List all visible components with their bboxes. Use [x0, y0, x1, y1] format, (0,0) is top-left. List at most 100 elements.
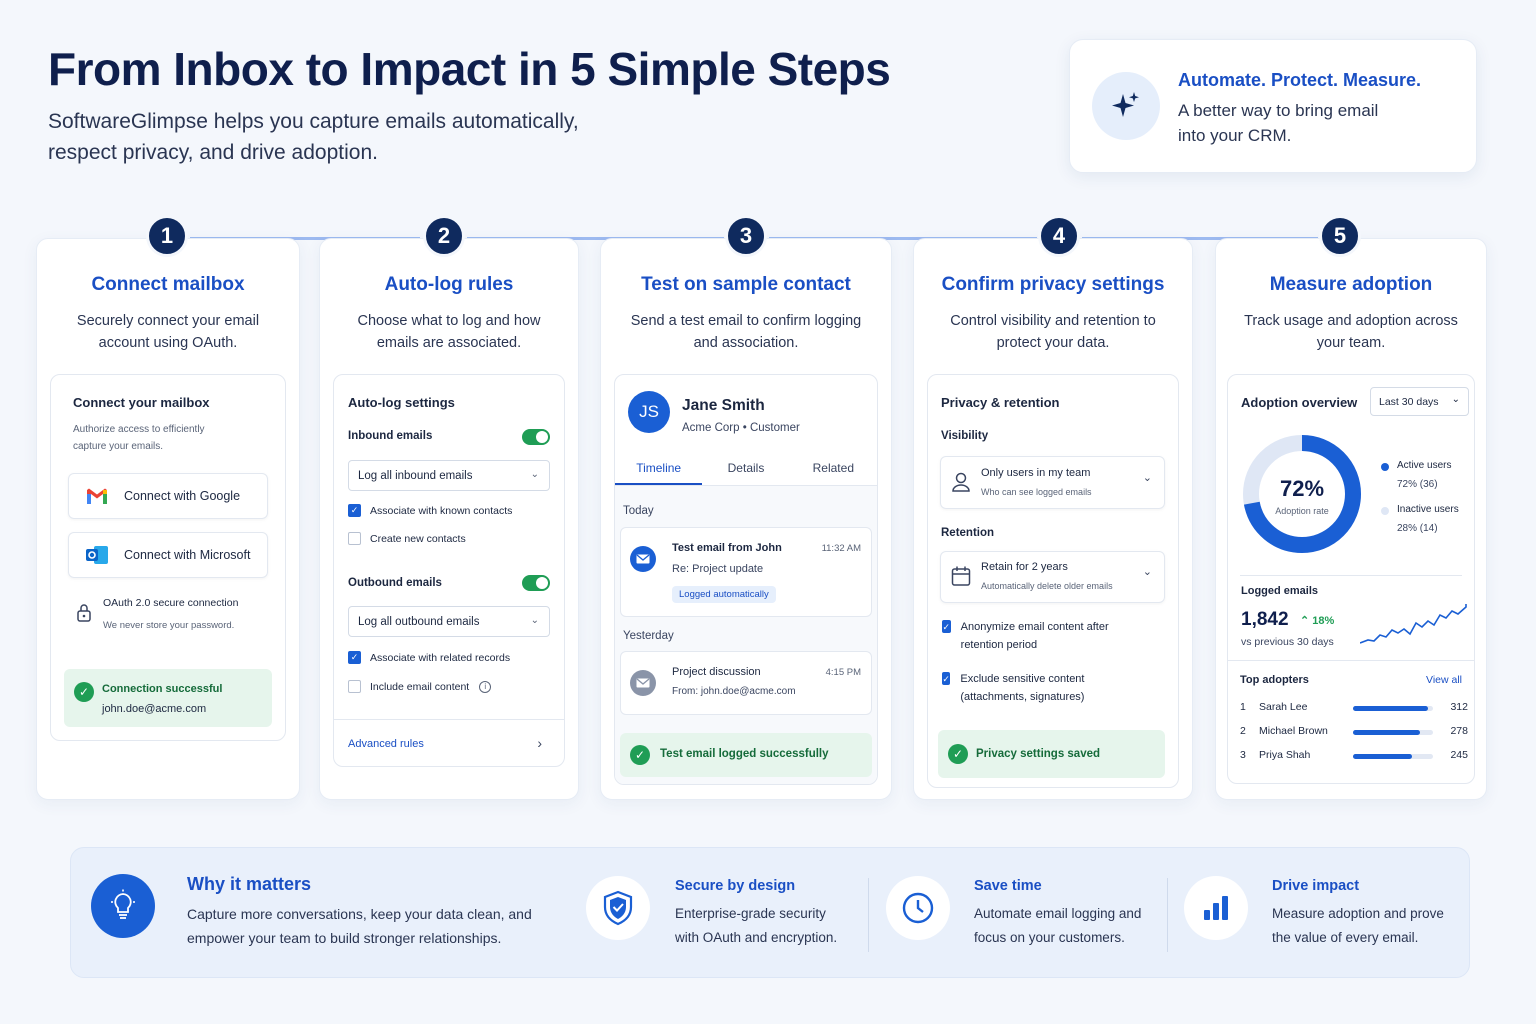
range-select[interactable]: Last 30 days ⌄: [1370, 387, 1469, 416]
success-title: Connection successful: [102, 683, 223, 695]
legend-dot-inactive: [1381, 507, 1389, 515]
retention-select[interactable]: Retain for 2 years Automatically delete …: [940, 551, 1165, 603]
advanced-rules-link[interactable]: Advanced rules: [348, 738, 424, 750]
lightbulb-icon: [91, 874, 155, 938]
step-description: Securely connect your email account usin…: [76, 313, 260, 351]
timeline-day-label: Yesterday: [623, 630, 674, 642]
panel-title: Adoption overview: [1241, 395, 1358, 410]
legend-active-value: 72% (36): [1397, 479, 1438, 490]
connect-microsoft-button[interactable]: Connect with Microsoft: [68, 532, 268, 578]
page-subtitle: SoftwareGlimpse helps you capture emails…: [48, 110, 579, 164]
user-icon: [951, 471, 971, 496]
step-card-connect-mailbox: Connect mailbox Securely connect your em…: [36, 238, 300, 800]
checkbox-associate-known[interactable]: ✓Associate with known contacts: [348, 504, 512, 517]
legend-active-label: Active users: [1397, 460, 1452, 471]
item-title: Drive impact: [1272, 878, 1360, 894]
chevron-down-icon: ⌄: [530, 615, 539, 626]
check-circle-icon: ✓: [74, 682, 94, 702]
contact-company: Acme Corp: [682, 422, 740, 434]
item-text: Enterprise-grade security with OAuth and…: [675, 906, 838, 945]
footer-banner: Why it matters Capture more conversation…: [70, 847, 1470, 978]
tab-related[interactable]: Related: [812, 461, 854, 475]
tab-timeline[interactable]: Timeline: [615, 443, 703, 485]
step-number-1: 1: [146, 215, 188, 257]
step-title: Auto-log rules: [384, 274, 514, 295]
bar-chart-icon: [1184, 876, 1248, 940]
email-subject: Project discussion: [672, 666, 761, 678]
adopter-row: 2 Michael Brown 278: [1240, 725, 1468, 745]
success-email: john.doe@acme.com: [102, 703, 207, 715]
divider: [1228, 660, 1474, 661]
adopter-bar-track: [1353, 706, 1433, 711]
shield-icon: [586, 876, 650, 940]
promo-card: Automate. Protect. Measure. A better way…: [1069, 39, 1477, 173]
inbound-select-value: Log all inbound emails: [358, 469, 473, 482]
test-success-banner: ✓ Test email logged successfully: [620, 733, 872, 777]
step-number-2: 2: [423, 215, 465, 257]
adopter-name: Sarah Lee: [1259, 701, 1308, 713]
inbound-select[interactable]: Log all inbound emails ⌄: [348, 460, 550, 491]
why-title: Why it matters: [187, 874, 312, 894]
timeline-email[interactable]: Test email from John 11:32 AM Re: Projec…: [620, 527, 872, 617]
divider: [1167, 878, 1168, 952]
avatar: JS: [628, 391, 670, 433]
panel-title: Auto-log settings: [348, 395, 455, 410]
tab-details[interactable]: Details: [727, 461, 765, 475]
chevron-down-icon: ⌄: [1142, 566, 1152, 578]
step-connector: [1082, 237, 1318, 240]
item-text: Automate email logging and focus on your…: [974, 906, 1142, 945]
outbound-toggle[interactable]: [522, 575, 550, 591]
info-icon[interactable]: i: [479, 680, 492, 693]
checkbox-checked-icon: ✓: [348, 504, 361, 517]
visibility-label: Visibility: [941, 430, 989, 442]
adopter-rank: 3: [1240, 749, 1246, 761]
check-circle-icon: ✓: [630, 745, 650, 765]
checkbox-label: Anonymize email content after retention …: [960, 621, 1109, 651]
retention-value: Retain for 2 years: [981, 561, 1068, 573]
check-circle-icon: ✓: [948, 744, 968, 764]
chevron-right-icon[interactable]: ›: [537, 735, 542, 751]
gmail-icon: [84, 485, 110, 507]
step-card-adoption: Measure adoption Track usage and adoptio…: [1215, 238, 1487, 800]
panel-description: Authorize access to efficiently capture …: [73, 424, 205, 452]
logged-change: ⌃ 18%: [1300, 614, 1334, 627]
mail-icon: [630, 670, 656, 696]
checkbox-exclude-sensitive[interactable]: ✓Exclude sensitive content (attachments,…: [942, 670, 1122, 706]
step-description: Control visibility and retention to prot…: [950, 313, 1156, 351]
checkbox-create-contacts[interactable]: Create new contacts: [348, 532, 466, 545]
contact-tabs: Timeline Details Related: [615, 443, 877, 486]
step-card-privacy: Confirm privacy settings Control visibil…: [913, 238, 1193, 800]
autolog-panel: Auto-log settings Inbound emails Log all…: [333, 374, 565, 767]
step-title: Connect mailbox: [91, 274, 245, 295]
why-text: Capture more conversations, keep your da…: [187, 906, 532, 946]
adopter-bar: [1353, 730, 1420, 735]
timeline-email[interactable]: Project discussion 4:15 PM From: john.do…: [620, 651, 872, 715]
adopter-value: 312: [1450, 701, 1468, 713]
legend-dot-active: [1381, 463, 1389, 471]
checkbox-label: Create new contacts: [370, 532, 466, 545]
adopter-name: Michael Brown: [1259, 725, 1328, 737]
page-title: From Inbox to Impact in 5 Simple Steps: [48, 43, 891, 95]
panel-title: Privacy & retention: [941, 395, 1060, 410]
connect-google-label: Connect with Google: [124, 489, 241, 503]
step-card-test-contact: Test on sample contact Send a test email…: [600, 238, 892, 800]
checkbox-anonymize[interactable]: ✓Anonymize email content after retention…: [942, 618, 1112, 654]
visibility-select[interactable]: Only users in my team Who can see logged…: [940, 456, 1165, 509]
mail-icon: [630, 546, 656, 572]
legend-inactive-label: Inactive users: [1397, 504, 1459, 515]
checkbox-associate-related[interactable]: ✓ Associate with related records: [348, 651, 510, 664]
view-all-link[interactable]: View all: [1426, 674, 1462, 686]
contact-role: Customer: [749, 422, 800, 434]
adopter-rank: 2: [1240, 725, 1246, 737]
inbound-toggle[interactable]: [522, 429, 550, 445]
adopter-bar-track: [1353, 730, 1433, 735]
checkbox-include-content[interactable]: Include email content i: [348, 680, 492, 693]
chevron-down-icon: ⌄: [1451, 394, 1460, 405]
step-title: Test on sample contact: [641, 274, 851, 295]
checkbox-label: Associate with related records: [370, 651, 511, 664]
outbound-select[interactable]: Log all outbound emails ⌄: [348, 606, 550, 637]
connection-success-banner: ✓ Connection successful john.doe@acme.co…: [64, 669, 272, 727]
connect-google-button[interactable]: Connect with Google: [68, 473, 268, 519]
checkbox-checked-icon: ✓: [348, 651, 361, 664]
item-text: Measure adoption and prove the value of …: [1272, 906, 1444, 945]
